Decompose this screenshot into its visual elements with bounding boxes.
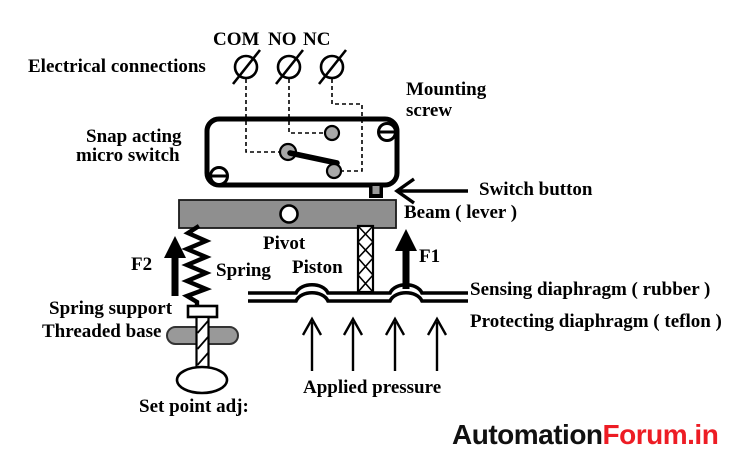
set-point-knob — [175, 365, 229, 395]
switch-button-shape — [369, 185, 383, 198]
wire-com — [245, 79, 279, 153]
label-beam-lever: Beam ( lever ) — [404, 202, 518, 223]
switch-lever-contact — [287, 150, 340, 166]
label-electrical-connections: Electrical connections — [28, 56, 206, 77]
switch-button-arrow — [394, 177, 468, 205]
label-set-point-adj: Set point adj: — [139, 396, 249, 417]
spring-shape — [181, 224, 212, 307]
logo-text-forum-in: Forum.in — [602, 419, 719, 450]
contact-no — [323, 124, 341, 142]
f1-arrow — [395, 229, 417, 289]
f2-arrow — [164, 236, 186, 296]
label-piston: Piston — [292, 257, 343, 278]
pivot-hole — [279, 204, 299, 224]
label-mounting-line2: screw — [406, 100, 453, 121]
piston-shape — [356, 224, 375, 294]
terminal-nc-symbol — [317, 49, 348, 85]
label-terminal-com: COM — [213, 29, 260, 50]
label-f2: F2 — [131, 254, 153, 275]
spring-support-shape — [186, 304, 219, 319]
terminal-no-symbol — [274, 49, 305, 85]
label-spring: Spring — [216, 260, 271, 281]
wire-nc — [331, 79, 363, 172]
mounting-screw-right — [377, 122, 397, 142]
label-f1: F1 — [419, 246, 441, 267]
label-snap-acting-line2: micro switch — [76, 145, 180, 166]
label-pivot: Pivot — [263, 233, 306, 254]
applied-pressure-arrows — [301, 316, 448, 371]
label-sensing-diaphragm: Sensing diaphragm ( rubber ) — [470, 279, 711, 300]
adjustment-rod — [195, 315, 210, 373]
wire-no — [288, 79, 324, 134]
label-applied-pressure: Applied pressure — [303, 377, 442, 398]
terminal-com-symbol — [231, 49, 262, 85]
label-protecting-diaphragm: Protecting diaphragm ( teflon ) — [470, 311, 722, 332]
label-terminal-no: NO — [268, 29, 297, 50]
label-switch-button: Switch button — [479, 179, 593, 200]
contact-nc — [325, 162, 343, 180]
site-logo: AutomationForum.in — [452, 419, 719, 451]
protecting-diaphragm-line — [248, 290, 468, 303]
label-threaded-base: Threaded base — [42, 321, 162, 342]
label-spring-support: Spring support — [49, 298, 173, 319]
mounting-screw-left — [209, 166, 229, 186]
label-mounting-line1: Mounting — [406, 79, 487, 100]
label-terminal-nc: NC — [303, 29, 331, 50]
micro-switch-body — [204, 116, 400, 188]
logo-text-automation: Automation — [452, 419, 603, 450]
label-snap-acting-line1: Snap acting — [86, 126, 182, 147]
